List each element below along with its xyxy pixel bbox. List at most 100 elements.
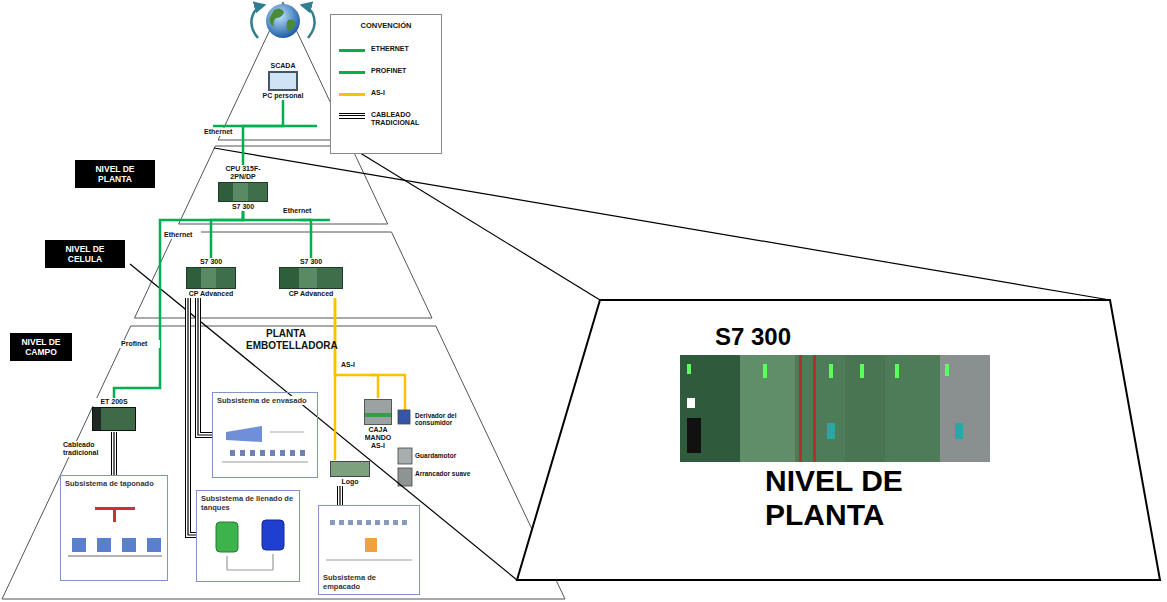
subsystem-title: Subsistema de taponado xyxy=(65,479,163,488)
connector-label: Cableado tradicional xyxy=(62,441,110,457)
node-label: CPU 315F-2PN/DP xyxy=(212,165,274,181)
link-stroke xyxy=(112,432,116,475)
plc-part xyxy=(829,364,833,378)
network-link xyxy=(243,211,311,258)
link-stroke xyxy=(198,298,212,435)
green-tank xyxy=(216,522,238,552)
connector-label: Ethernet xyxy=(282,207,320,215)
device-icon xyxy=(186,267,236,289)
subsystem-title: Subsistema de empacado xyxy=(323,573,415,591)
trapezoid-outline xyxy=(515,298,1163,582)
link-stroke xyxy=(211,211,243,258)
legend-text: CABLEADO TRADICIONAL xyxy=(371,111,437,128)
plc-cell: S7 300 CP Advanced xyxy=(182,258,240,298)
plc-photo xyxy=(680,355,990,462)
motor-protector-device xyxy=(398,448,412,464)
link-stroke xyxy=(188,298,196,535)
link-stroke xyxy=(198,298,212,435)
plc-part xyxy=(799,355,802,462)
packing-unit xyxy=(365,538,377,552)
zoom-line xyxy=(130,264,517,580)
plant-level xyxy=(179,146,388,224)
device-icon xyxy=(364,399,392,425)
subsystem-box: Subsistema de taponado xyxy=(60,475,168,581)
logo-module: Logo xyxy=(328,460,372,486)
legend-text: ETHERNET xyxy=(371,45,437,53)
field-devices xyxy=(398,410,412,486)
plc-part xyxy=(680,355,740,462)
legend-text: PROFINET xyxy=(371,67,437,75)
link-stroke xyxy=(243,211,311,258)
link-stroke xyxy=(243,100,283,165)
node-label: S7 300 xyxy=(212,203,274,211)
subsystem-box: Subsistema de llenado de tanques xyxy=(196,490,300,582)
node-label: CP Advanced xyxy=(276,290,346,298)
link-stroke xyxy=(188,298,196,535)
subsystem-box: Subsistema de empacado xyxy=(318,505,420,595)
plc-part xyxy=(687,364,691,374)
legend-swatch xyxy=(339,71,365,74)
plc-part xyxy=(687,398,695,408)
field-level xyxy=(2,326,565,599)
network-link xyxy=(114,211,243,398)
link-stroke xyxy=(337,486,343,505)
sync-arrow xyxy=(251,5,264,38)
link-stroke xyxy=(334,298,337,460)
zoom-line xyxy=(214,148,1110,300)
globe-icon xyxy=(251,4,314,38)
plc-part xyxy=(680,355,990,462)
node-label: NIVEL DE PLANTA xyxy=(80,164,150,184)
legend-swatch xyxy=(339,49,365,52)
node-label: NIVEL DE CELULA xyxy=(50,244,120,264)
filler-hopper xyxy=(226,426,262,442)
zoom-text: NIVEL DE PLANTA xyxy=(765,464,965,531)
plc-part xyxy=(845,355,885,462)
plc-part xyxy=(955,423,963,439)
link-stroke xyxy=(339,486,340,505)
link-stroke xyxy=(198,298,212,435)
link-stroke xyxy=(113,432,114,475)
legend-swatch xyxy=(339,93,365,96)
plc-part xyxy=(687,418,701,453)
annotation-label: PLANTA EMBOTELLADORA xyxy=(246,328,326,351)
zoom-callout: S7 300NIVEL DE PLANTA xyxy=(515,298,1163,582)
annotation-label: Derivador del consumidor xyxy=(415,412,465,427)
node-label: CP Advanced xyxy=(182,290,240,298)
network-link xyxy=(340,486,341,505)
device-icon xyxy=(279,267,343,289)
pyramid xyxy=(2,2,565,599)
plc-cell: S7 300 CP Advanced xyxy=(276,258,346,298)
annotation-label: Arrancador suave xyxy=(415,470,475,477)
legend-text: AS-I xyxy=(371,89,437,97)
pipe xyxy=(227,569,273,570)
package-row xyxy=(330,520,407,525)
line-sample xyxy=(339,115,365,116)
level-tag: NIVEL DE PLANTA xyxy=(75,160,155,188)
device-icon xyxy=(330,461,370,477)
zoom-line xyxy=(352,148,600,300)
plc-part xyxy=(763,364,767,378)
network-link xyxy=(188,298,196,535)
line-sample xyxy=(339,113,365,119)
zoom-text: S7 300 xyxy=(715,324,791,351)
pipe xyxy=(226,556,227,570)
conveyor xyxy=(326,559,412,560)
bottle xyxy=(122,538,136,552)
node-label: Logo xyxy=(328,478,372,486)
trapezoid xyxy=(517,300,1160,580)
node-label: SCADA xyxy=(258,62,308,70)
link-stroke xyxy=(114,211,243,398)
node-label: S7 300 xyxy=(182,258,240,266)
link-stroke xyxy=(338,486,342,505)
bus-stubs xyxy=(213,126,405,410)
plc-part xyxy=(860,364,864,378)
network-link xyxy=(335,298,378,398)
cell-level xyxy=(135,232,433,318)
device-icon xyxy=(268,71,298,91)
subsystem-illustrations xyxy=(68,426,412,570)
pipe xyxy=(270,432,304,433)
legend-box: ETHERNET PROFINET AS-I CABLEADO TRADICIONAL xyxy=(330,14,442,154)
node-label: S7 300 xyxy=(276,258,346,266)
plc-cpu: CPU 315F-2PN/DP S7 300 xyxy=(212,165,274,211)
